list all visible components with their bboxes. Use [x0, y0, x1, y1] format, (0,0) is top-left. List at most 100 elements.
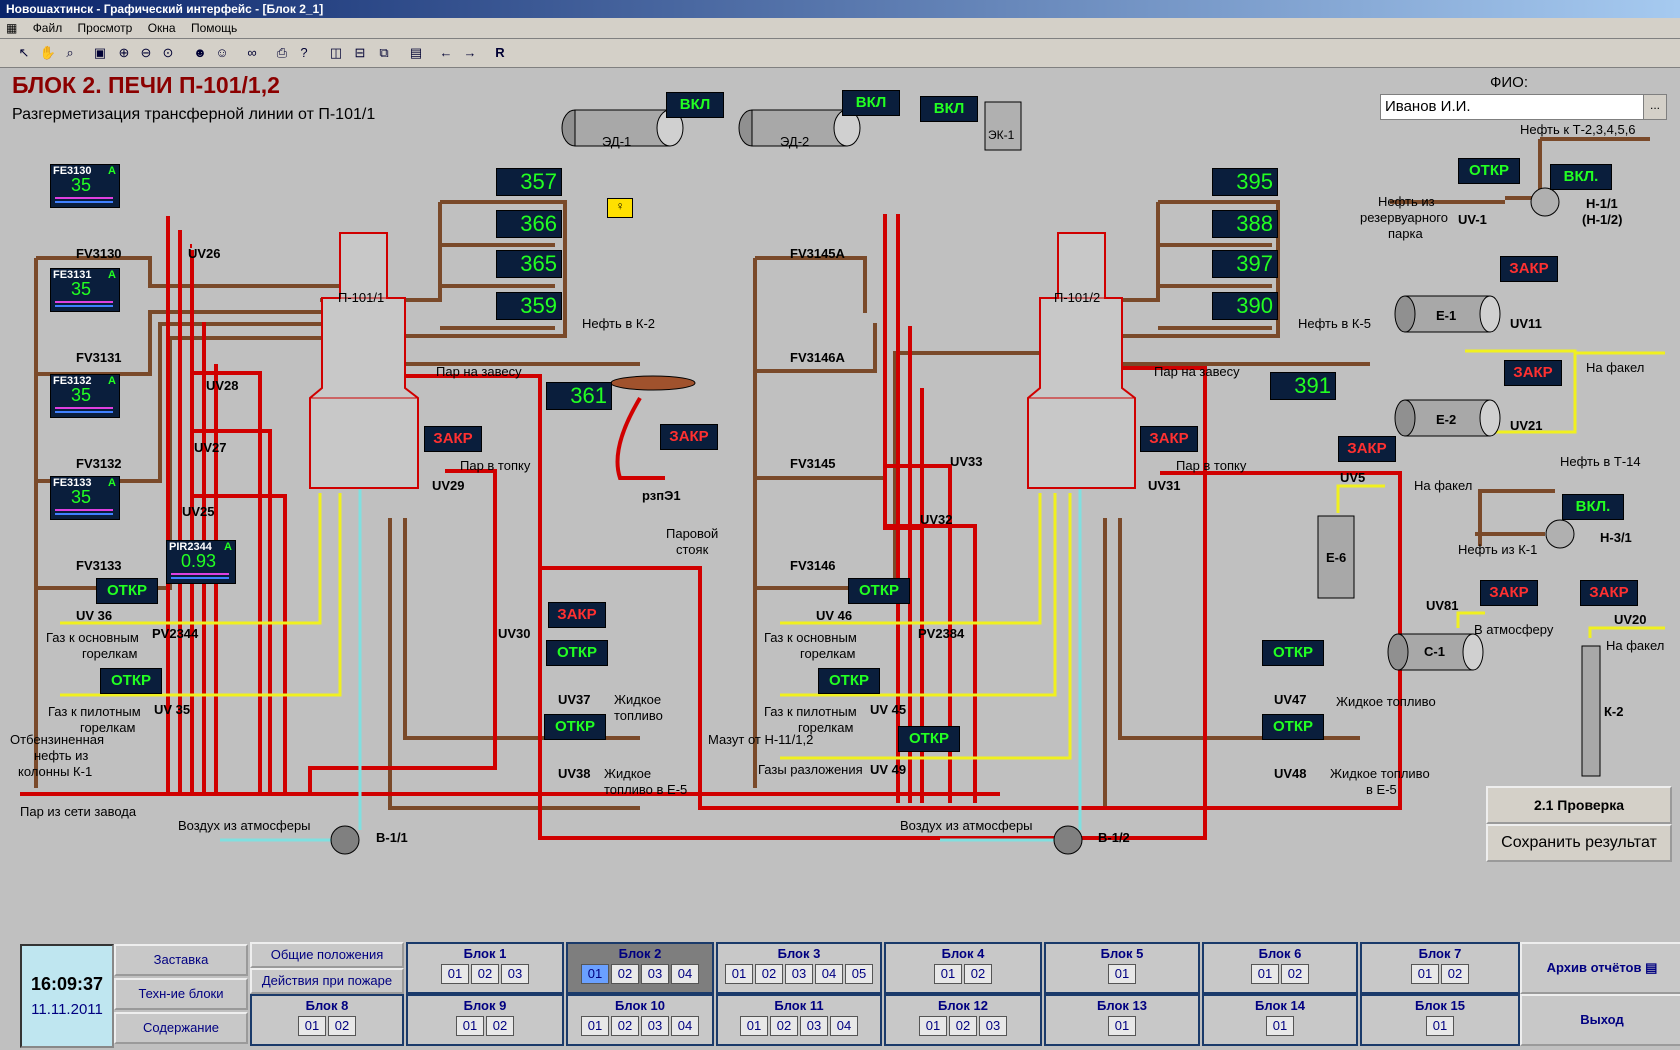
- valve-pv2384[interactable]: PV2384: [918, 626, 965, 641]
- block-page-button[interactable]: 02: [964, 964, 992, 984]
- uv47-status[interactable]: ОТКР: [1262, 640, 1324, 666]
- zoom-fit-icon[interactable]: ⊙: [162, 45, 174, 60]
- valve-uv5[interactable]: UV5: [1340, 470, 1366, 485]
- uv36-status[interactable]: ОТКР: [96, 578, 158, 604]
- block-page-button[interactable]: 01: [1426, 1016, 1454, 1036]
- block-page-button[interactable]: 02: [949, 1016, 977, 1036]
- block-page-button[interactable]: 02: [611, 1016, 639, 1036]
- block-page-button[interactable]: 01: [1266, 1016, 1294, 1036]
- block-page-button[interactable]: 04: [830, 1016, 858, 1036]
- check-button[interactable]: 2.1 Проверка: [1486, 786, 1672, 824]
- valve-uv48[interactable]: UV48: [1274, 766, 1307, 781]
- user-icon[interactable]: ☺: [215, 45, 229, 60]
- uv31-status[interactable]: ЗАКР: [1140, 426, 1198, 452]
- nav-contents-button[interactable]: Содержание: [114, 1012, 248, 1044]
- block-page-button[interactable]: 03: [641, 1016, 669, 1036]
- valve-fv3145a[interactable]: FV3145A: [790, 246, 845, 261]
- users-icon[interactable]: ☻: [193, 45, 207, 60]
- block-page-button[interactable]: 01: [740, 1016, 768, 1036]
- block-page-button[interactable]: 01: [1108, 964, 1136, 984]
- pump3-status[interactable]: ВКЛ.: [1562, 494, 1624, 520]
- uv29-status[interactable]: ЗАКР: [424, 426, 482, 452]
- valve-uv36[interactable]: UV 36: [76, 608, 113, 623]
- menu-help[interactable]: Помощь: [190, 21, 238, 35]
- valve-uv46[interactable]: UV 46: [816, 608, 853, 623]
- uv1-status[interactable]: ОТКР: [1458, 158, 1520, 184]
- valve-fv3130[interactable]: FV3130: [76, 246, 122, 261]
- block-page-button[interactable]: 01: [1108, 1016, 1136, 1036]
- uv5-status[interactable]: ЗАКР: [1338, 436, 1396, 462]
- block-page-button[interactable]: 03: [800, 1016, 828, 1036]
- menu-view[interactable]: Просмотр: [77, 21, 133, 35]
- valve-uv20[interactable]: UV20: [1614, 612, 1647, 627]
- layout1-icon[interactable]: ◫: [329, 45, 343, 60]
- block-page-button[interactable]: 03: [979, 1016, 1007, 1036]
- block-page-button[interactable]: 02: [1281, 964, 1309, 984]
- block-page-button[interactable]: 01: [1251, 964, 1279, 984]
- layout2-icon[interactable]: ⊟: [354, 45, 366, 60]
- block-page-button[interactable]: 01: [581, 964, 609, 984]
- valve-uv26[interactable]: UV26: [188, 246, 221, 261]
- block-page-button[interactable]: 01: [1411, 964, 1439, 984]
- zoom-in-icon[interactable]: ⊕: [118, 45, 130, 60]
- block-page-button[interactable]: 02: [770, 1016, 798, 1036]
- pump1-status[interactable]: ВКЛ.: [1550, 164, 1612, 190]
- valve-uv31[interactable]: UV31: [1148, 478, 1181, 493]
- nav-intro-button[interactable]: Заставка: [114, 944, 248, 976]
- actual-size-icon[interactable]: ▣: [93, 45, 107, 60]
- uv20-status[interactable]: ЗАКР: [1580, 580, 1638, 606]
- uv21-status[interactable]: ЗАКР: [1504, 360, 1562, 386]
- save-result-button[interactable]: Сохранить результат: [1486, 824, 1672, 862]
- valve-uv37[interactable]: UV37: [558, 692, 591, 707]
- uv30-status[interactable]: ЗАКР: [548, 602, 606, 628]
- exit-button[interactable]: Выход: [1520, 994, 1680, 1046]
- block-page-button[interactable]: 01: [919, 1016, 947, 1036]
- alarm-icon[interactable]: ♀: [607, 198, 633, 218]
- menu-windows[interactable]: Окна: [147, 21, 176, 35]
- valve-uv21[interactable]: UV21: [1510, 418, 1543, 433]
- uv38-status[interactable]: ОТКР: [544, 714, 606, 740]
- uv11-status[interactable]: ЗАКР: [1500, 256, 1558, 282]
- valve-uv27[interactable]: UV27: [194, 440, 227, 455]
- block-page-button[interactable]: 02: [1441, 964, 1469, 984]
- ek1-status-on[interactable]: ВКЛ: [920, 96, 978, 122]
- fio-input[interactable]: Иванов И.И.: [1380, 94, 1648, 120]
- valve-uv38[interactable]: UV38: [558, 766, 591, 781]
- valve-uv1[interactable]: UV-1: [1458, 212, 1487, 227]
- uv81-status[interactable]: ЗАКР: [1480, 580, 1538, 606]
- fire-actions-button[interactable]: Действия при пожаре: [250, 968, 404, 994]
- valve-fv3131[interactable]: FV3131: [76, 350, 122, 365]
- block-page-button[interactable]: 01: [298, 1016, 326, 1036]
- uv46-status[interactable]: ОТКР: [848, 578, 910, 604]
- help-icon[interactable]: ?: [300, 45, 308, 60]
- zoom-out-icon[interactable]: ⊖: [140, 45, 152, 60]
- hand-icon[interactable]: ✋: [39, 45, 57, 60]
- block-page-button[interactable]: 01: [725, 964, 753, 984]
- zoom-icon[interactable]: ⌕: [66, 45, 74, 60]
- block-page-button[interactable]: 02: [611, 964, 639, 984]
- valve-uv25[interactable]: UV25: [182, 504, 215, 519]
- valve-fv3146[interactable]: FV3146: [790, 558, 836, 573]
- block-page-button[interactable]: 01: [456, 1016, 484, 1036]
- archive-button[interactable]: Архив отчётов ▤: [1520, 942, 1680, 994]
- general-provisions-button[interactable]: Общие положения: [250, 942, 404, 968]
- print-icon[interactable]: ⎙: [276, 45, 288, 60]
- valve-uv30[interactable]: UV30: [498, 626, 531, 641]
- block-page-button[interactable]: 01: [581, 1016, 609, 1036]
- block-page-button[interactable]: 01: [934, 964, 962, 984]
- menu-file[interactable]: Файл: [32, 21, 63, 35]
- block-page-button[interactable]: 02: [471, 964, 499, 984]
- valve-uv11[interactable]: UV11: [1510, 316, 1542, 331]
- layout3-icon[interactable]: ⧉: [379, 45, 389, 60]
- block-page-button[interactable]: 01: [441, 964, 469, 984]
- valve-uv28[interactable]: UV28: [206, 378, 239, 393]
- valve-uv35[interactable]: UV 35: [154, 702, 191, 717]
- block-page-button[interactable]: 02: [755, 964, 783, 984]
- app-icon[interactable]: ▦: [6, 21, 18, 35]
- uv49-status[interactable]: ОТКР: [898, 726, 960, 752]
- valve-uv33[interactable]: UV33: [950, 454, 983, 469]
- fio-browse-button[interactable]: ...: [1643, 94, 1667, 120]
- valve-uv29[interactable]: UV29: [432, 478, 465, 493]
- valve-uv47[interactable]: UV47: [1274, 692, 1307, 707]
- nav-tech-blocks-button[interactable]: Техн-ие блоки: [114, 978, 248, 1010]
